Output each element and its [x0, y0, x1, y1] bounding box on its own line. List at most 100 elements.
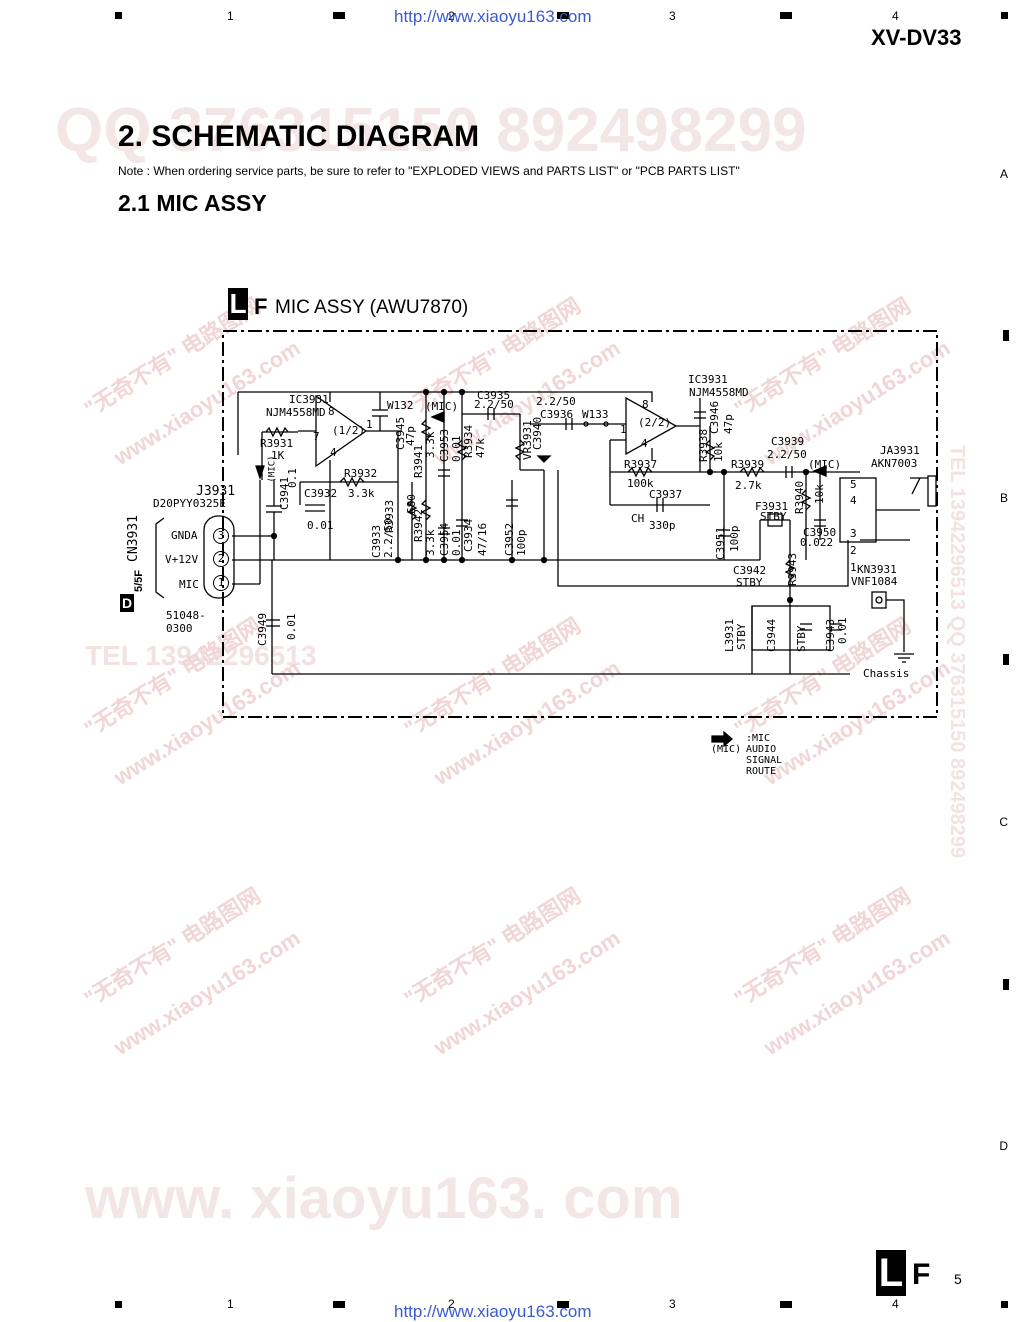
label-c3949-value: 0.01 — [285, 613, 298, 641]
label-c3951-value: 100p — [728, 525, 741, 553]
ic-left-pin-in: 7 — [313, 430, 320, 443]
label-c3945-value: 47p — [404, 426, 417, 446]
jack-part: AKN7003 — [871, 457, 918, 470]
label-mic-tag-1: (MIC) — [267, 455, 278, 483]
ic-right-ref: IC3931 — [688, 373, 728, 386]
ic-right-unit: (2/2) — [638, 416, 672, 429]
ic-right-pin-a: 8 — [642, 398, 649, 411]
label-l3931-value: STBY — [735, 623, 748, 651]
page-title: 2. SCHEMATIC DIAGRAM — [118, 120, 480, 153]
label-r3932: R3932 — [344, 467, 378, 480]
grid-row-d: D — [999, 1139, 1008, 1153]
j-pin-3-label: GNDA — [171, 529, 198, 542]
j-pin-1-label: MIC — [179, 578, 199, 591]
label-w132: W132 — [387, 399, 414, 412]
label-r3931: R3931 — [260, 437, 294, 450]
chassis-label: Chassis — [863, 667, 910, 680]
grid-col-3-bottom: 3 — [669, 1297, 676, 1311]
label-c3934: C3934 — [462, 518, 475, 552]
label-c3950-value: 0.022 — [800, 536, 834, 549]
label-c3943-value: 0.01 — [836, 617, 849, 645]
grid-col-2: 2 — [448, 9, 455, 23]
ic-right-pin-b: 1 — [620, 423, 627, 436]
grid-col-1: 1 — [227, 9, 234, 23]
label-c3942-value: STBY — [736, 576, 763, 589]
grid-marker — [1003, 330, 1009, 341]
grid-marker — [780, 1301, 792, 1308]
cn3931-ref: CN3931 — [126, 515, 141, 562]
jack-pin-2: 2 — [850, 544, 857, 557]
j3931-part: D20PYY0325E — [153, 497, 226, 510]
footer-badge-l: L — [876, 1250, 906, 1296]
jack-pin-1: 1 — [850, 561, 857, 574]
label-c3934-value: 47/16 — [476, 522, 489, 556]
label-r3942-value: 3.3k — [424, 529, 437, 557]
label-w133: W133 — [582, 408, 609, 421]
grid-marker — [557, 1301, 569, 1308]
kn-part: VNF1084 — [851, 575, 898, 588]
grid-marker — [115, 1301, 122, 1308]
label-c3946-value: 47p — [722, 414, 735, 434]
watermark-url-top[interactable]: http://www.xiaoyu163.com — [394, 7, 592, 26]
ic-right-pin-c: 4 — [641, 437, 648, 450]
jack-ref: JA3931 — [880, 444, 920, 457]
label-mic-tag-2: (MIC) — [425, 400, 459, 413]
label-c3939: C3939 — [771, 435, 805, 448]
grid-col-3: 3 — [669, 9, 676, 23]
jack-pin-3: 3 — [850, 527, 857, 540]
assy-badge: L — [228, 288, 248, 320]
j3931-ref: J3931 — [196, 484, 236, 499]
watermark-tel: TEL 13942296513 — [85, 640, 317, 671]
j-pin-2-label: V+12V — [165, 553, 199, 566]
label-r3931-value: 1K — [271, 449, 285, 462]
label-c3940: C3940 — [531, 416, 544, 450]
ic-left-pin-out: 1 — [366, 418, 373, 431]
ic-left-pin-gnd: 4 — [330, 446, 337, 459]
label-c3941-value: 0.1 — [286, 468, 299, 488]
label-c3944: C3944 — [765, 618, 778, 652]
grid-marker — [1003, 979, 1009, 990]
label-c3939-value: 2.2/50 — [767, 448, 807, 461]
label-r3940-value: 10k — [813, 484, 826, 504]
label-mic-tag-3: (MIC) — [808, 458, 842, 471]
label-r3939-value: 2.7k — [735, 479, 762, 492]
ic-left-unit: (1/2) — [332, 424, 366, 437]
label-f3931: F3931 — [755, 500, 789, 513]
label-c3935: C3935 — [477, 389, 511, 402]
watermark-qq: QQ 376315150 892498299 — [55, 96, 807, 165]
label-r3933: R3933 — [383, 499, 396, 533]
grid-col-1-bottom: 1 — [227, 1297, 234, 1311]
grid-col-4: 4 — [892, 9, 899, 23]
grid-col-2-bottom: 2 — [448, 1297, 455, 1311]
grid-marker — [333, 12, 345, 19]
watermark-big-site: www. xiaoyu163. com — [85, 1166, 683, 1231]
label-r3937-value: 100k — [627, 477, 654, 490]
footer-badge-f: F — [912, 1258, 931, 1291]
cn3931-part: 51048-0300 — [166, 609, 206, 635]
grid-marker — [115, 12, 122, 19]
ic-left-ref: IC3931 — [289, 393, 329, 406]
ic-left-part: NJM4558MD — [266, 406, 326, 419]
assy-title: MIC ASSY (AWU7870) — [275, 297, 469, 318]
watermark-url-bottom[interactable]: http://www.xiaoyu163.com — [394, 1302, 592, 1321]
label-c3946: C3946 — [708, 400, 721, 434]
legend-tag: (MIC) — [711, 744, 742, 755]
label-c3935-value: 2.2/50 — [474, 398, 514, 411]
page-number: 5 — [954, 1271, 962, 1287]
grid-row-b: B — [999, 491, 1008, 505]
label-c3944-value: STBY — [795, 625, 808, 653]
cn-badge-suffix: 5/5F — [133, 569, 145, 592]
label-c3937: C3937 — [649, 488, 683, 501]
grid-col-4-bottom: 4 — [892, 1297, 899, 1311]
j-pin-3: 3 — [213, 528, 229, 544]
label-r3934-value: 47k — [474, 438, 487, 458]
label-f3931-value: STBY — [760, 510, 787, 523]
grid-marker — [557, 12, 569, 19]
kn-ref: KN3931 — [857, 563, 897, 576]
label-c3952-value: 100p — [515, 529, 528, 557]
label-r3932-value: 3.3k — [348, 487, 375, 500]
jack-pin-5: 5 — [850, 478, 857, 491]
j-pin-1: 1 — [213, 575, 229, 591]
cn-badge: D — [120, 594, 134, 612]
grid-marker — [1001, 12, 1008, 19]
